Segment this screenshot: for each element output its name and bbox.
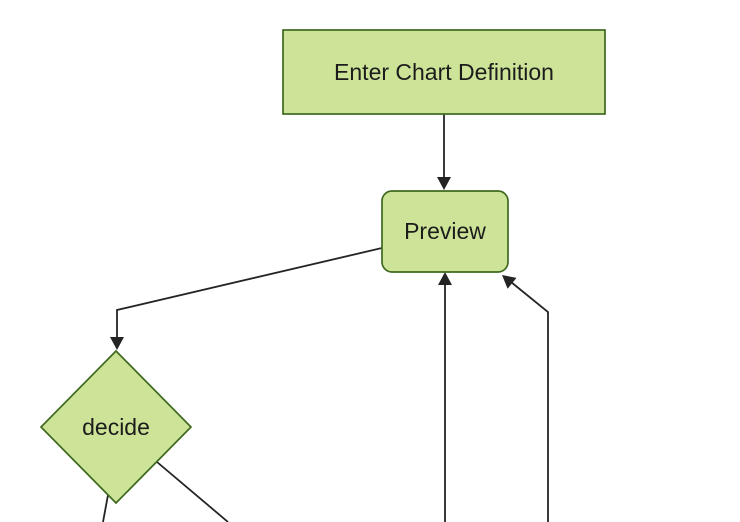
edge-decide-to-offscreen-left-line [102, 494, 109, 522]
edge-decide-to-offscreen-right-line [156, 461, 229, 522]
edge-decide-to-offscreen-right [156, 461, 229, 522]
arrowhead-down-icon [110, 337, 124, 350]
edge-enter-to-preview [437, 114, 451, 190]
node-enter-chart-definition: Enter Chart Definition [282, 29, 606, 115]
node-decide: decide [39, 349, 193, 505]
node-decide-label: decide [82, 414, 150, 440]
node-preview-label: Preview [404, 218, 486, 244]
edge-bottom-to-preview [438, 272, 452, 522]
edge-preview-to-decide-line [116, 247, 383, 338]
edge-bottom-right-to-preview-line [510, 281, 549, 522]
arrowhead-up-left-icon [502, 275, 517, 289]
edge-decide-to-offscreen-left [102, 494, 109, 522]
node-enter-chart-definition-label: Enter Chart Definition [334, 59, 554, 85]
node-preview-shape [381, 190, 509, 273]
arrowhead-down-icon [437, 177, 451, 190]
node-decide-shape [39, 349, 193, 505]
node-preview: Preview [381, 190, 509, 273]
node-enter-chart-definition-shape [282, 29, 606, 115]
edge-preview-to-decide [110, 247, 383, 350]
arrowhead-up-icon [438, 272, 452, 285]
edge-bottom-right-to-preview [502, 275, 549, 522]
